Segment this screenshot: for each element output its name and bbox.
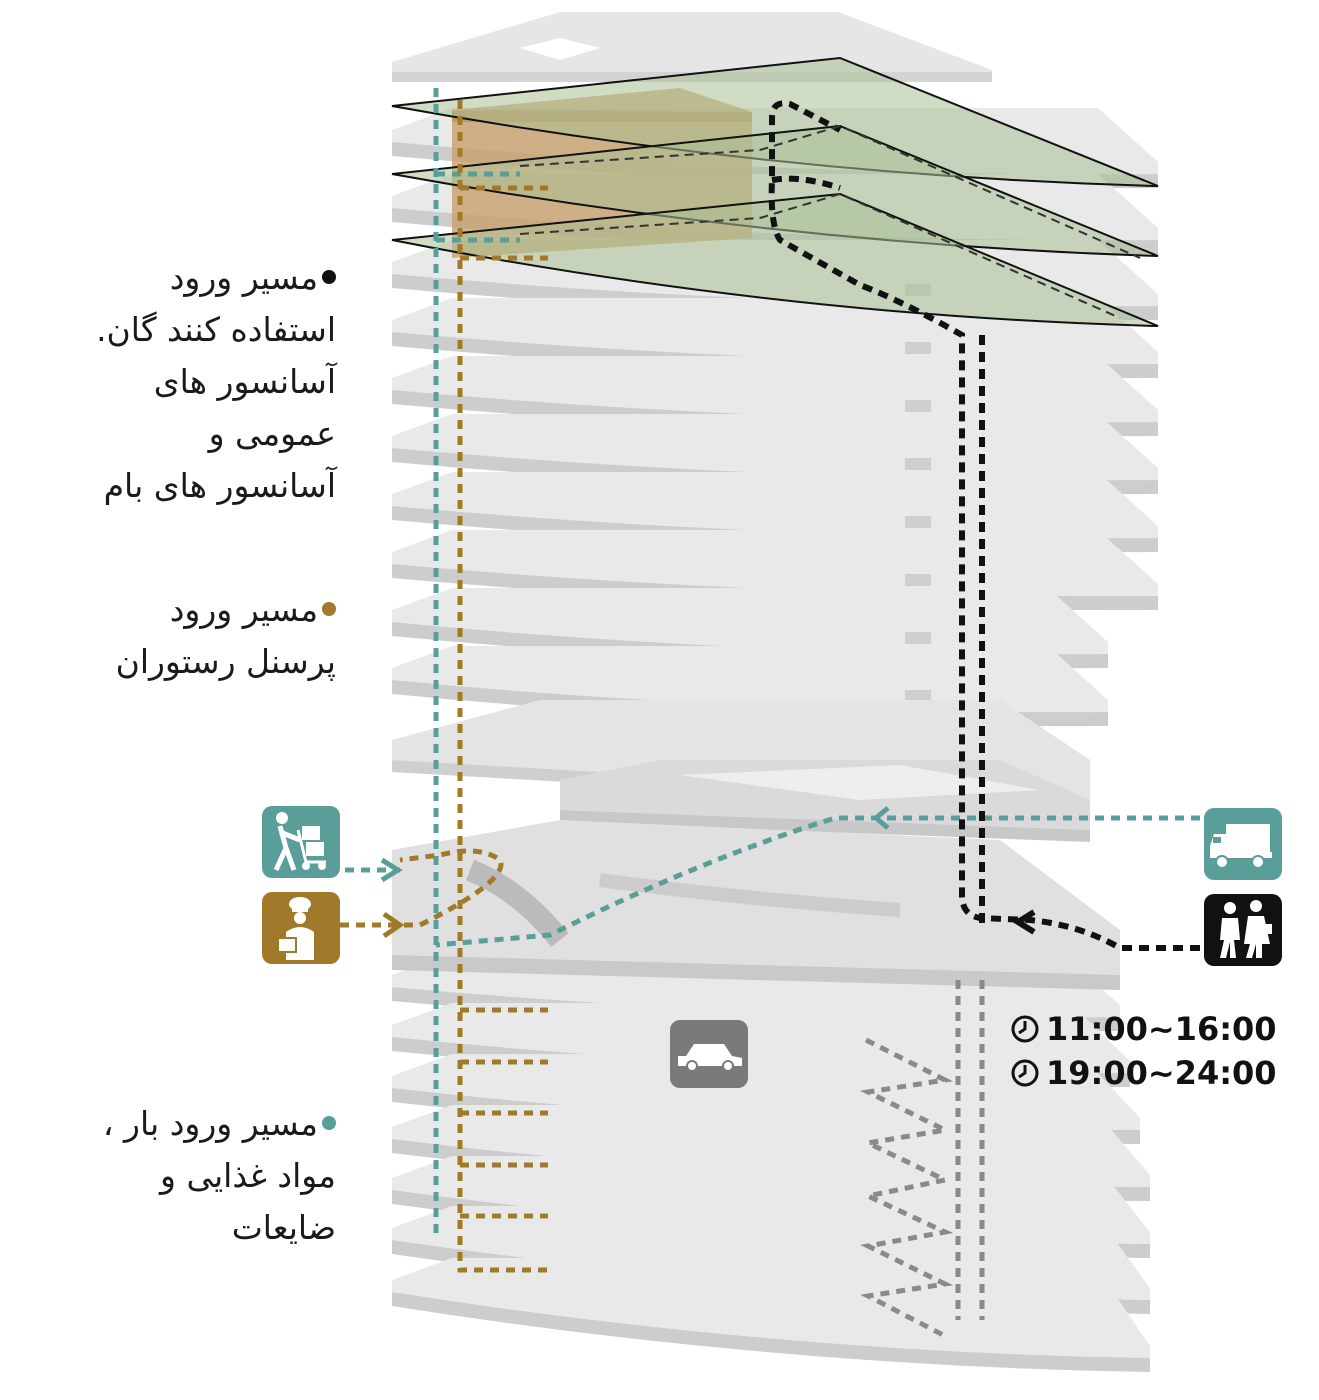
core-opening-6 xyxy=(905,632,931,644)
cargo-route-truck xyxy=(435,815,1200,948)
parking-floor-slab-6 xyxy=(392,1258,1150,1358)
legend-cargo-line-3: ضایعات xyxy=(231,1208,336,1247)
legend-users-line-2: استفاده کنند گان. xyxy=(96,310,336,349)
parking-route xyxy=(955,980,985,1320)
legend-users-line-3: آسانسور های xyxy=(153,362,336,401)
core-opening-1 xyxy=(905,342,931,354)
hand-truck-worker-icon xyxy=(262,806,340,878)
legend-cargo-line-1: مسیر ورود بار ، xyxy=(103,1098,336,1150)
clock-icon xyxy=(1011,1015,1039,1043)
core-opening-3 xyxy=(905,458,931,470)
cargo-route-top-branches xyxy=(436,171,520,243)
delivery-truck-icon xyxy=(1204,808,1282,880)
opening-hours-1-text: 11:00~16:00 xyxy=(1046,1010,1277,1048)
podium-level xyxy=(392,700,1120,990)
legend-users-line-5: آسانسور های بام xyxy=(103,466,336,505)
clock-icon xyxy=(1011,1059,1039,1087)
staff-route-chef xyxy=(340,848,504,928)
legend-users-bullet xyxy=(322,269,336,284)
legend-staff-line-1: مسیر ورود xyxy=(116,584,336,636)
legend-cargo: مسیر ورود بار ، مواد غذایی و ضایعات xyxy=(103,1098,336,1254)
core-opening-4 xyxy=(905,516,931,528)
upper-floor-slab-5 xyxy=(392,414,1158,481)
legend-users-line-1: مسیر ورود xyxy=(96,252,336,304)
legend-cargo-bullet xyxy=(322,1115,336,1130)
pedestrians-icon xyxy=(1204,894,1282,966)
staff-route-vertical xyxy=(457,100,548,1273)
legend-cargo-line-2: مواد غذایی و xyxy=(160,1156,336,1195)
legend-users-title: مسیر ورود xyxy=(169,258,318,297)
upper-floor-slab-7 xyxy=(392,530,1158,597)
legend-staff-bullet xyxy=(322,601,336,616)
legend-staff: مسیر ورود پرسنل رستوران xyxy=(116,584,336,688)
parking-floor-slab-edge-6 xyxy=(392,1292,1150,1372)
legend-users: مسیر ورود استفاده کنند گان. آسانسور های … xyxy=(96,252,336,512)
car-icon xyxy=(670,1020,748,1088)
upper-floor-slab-4 xyxy=(392,356,1158,423)
core-opening-7 xyxy=(905,690,931,702)
users-route xyxy=(768,100,1200,951)
upper-floor-slab-6 xyxy=(392,472,1158,539)
core-opening-5 xyxy=(905,574,931,586)
opening-hours-2: 19:00~24:00 xyxy=(1010,1054,1277,1092)
legend-staff-line-2: پرسنل رستوران xyxy=(115,642,336,681)
users-route-return xyxy=(771,175,985,925)
chef-icon xyxy=(262,892,340,964)
legend-cargo-title: مسیر ورود بار ، xyxy=(102,1104,318,1143)
roof-slab xyxy=(392,12,992,82)
legend-users-line-4: عمومی و xyxy=(208,414,336,453)
opening-hours-1: 11:00~16:00 xyxy=(1010,1010,1277,1048)
legend-staff-title: مسیر ورود xyxy=(169,590,318,629)
opening-hours-2-text: 19:00~24:00 xyxy=(1046,1054,1277,1092)
core-opening-2 xyxy=(905,400,931,412)
